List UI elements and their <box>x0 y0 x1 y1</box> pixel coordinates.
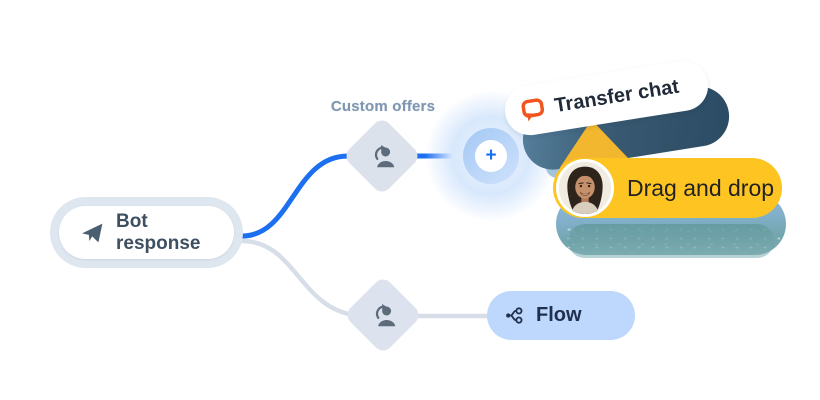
paper-plane-icon <box>79 220 105 246</box>
bot-response-label: Bot response <box>116 210 201 254</box>
branch-node-bottom[interactable] <box>343 275 423 355</box>
custom-offers-label: Custom offers <box>330 98 436 115</box>
woman-avatar <box>556 159 614 217</box>
connector-bot-to-custom-offers <box>239 153 351 239</box>
transfer-chat-label: Transfer chat <box>552 75 681 117</box>
drag-and-drop-label: Drag and drop <box>627 174 775 201</box>
bot-response-node[interactable]: Bot response <box>50 197 243 268</box>
plus-icon: + <box>475 140 507 172</box>
flow-node[interactable]: Flow <box>487 291 635 340</box>
drag-and-drop-pill[interactable]: Drag and drop <box>553 158 782 218</box>
bot-response-node-body: Bot response <box>59 206 234 259</box>
drag-pill-water-shadow-accent <box>568 224 774 258</box>
chat-bubble-icon <box>518 95 548 125</box>
transfer-chat-node[interactable]: Transfer chat <box>501 57 712 139</box>
user-transfer-icon <box>354 128 410 184</box>
connector-bot-to-bottom-branch <box>239 238 369 319</box>
plus-glyph: + <box>485 145 497 166</box>
flow-split-icon <box>504 304 527 327</box>
user-transfer-icon <box>355 287 411 343</box>
branch-node-custom-offers[interactable] <box>342 116 422 196</box>
flow-label: Flow <box>536 304 582 326</box>
